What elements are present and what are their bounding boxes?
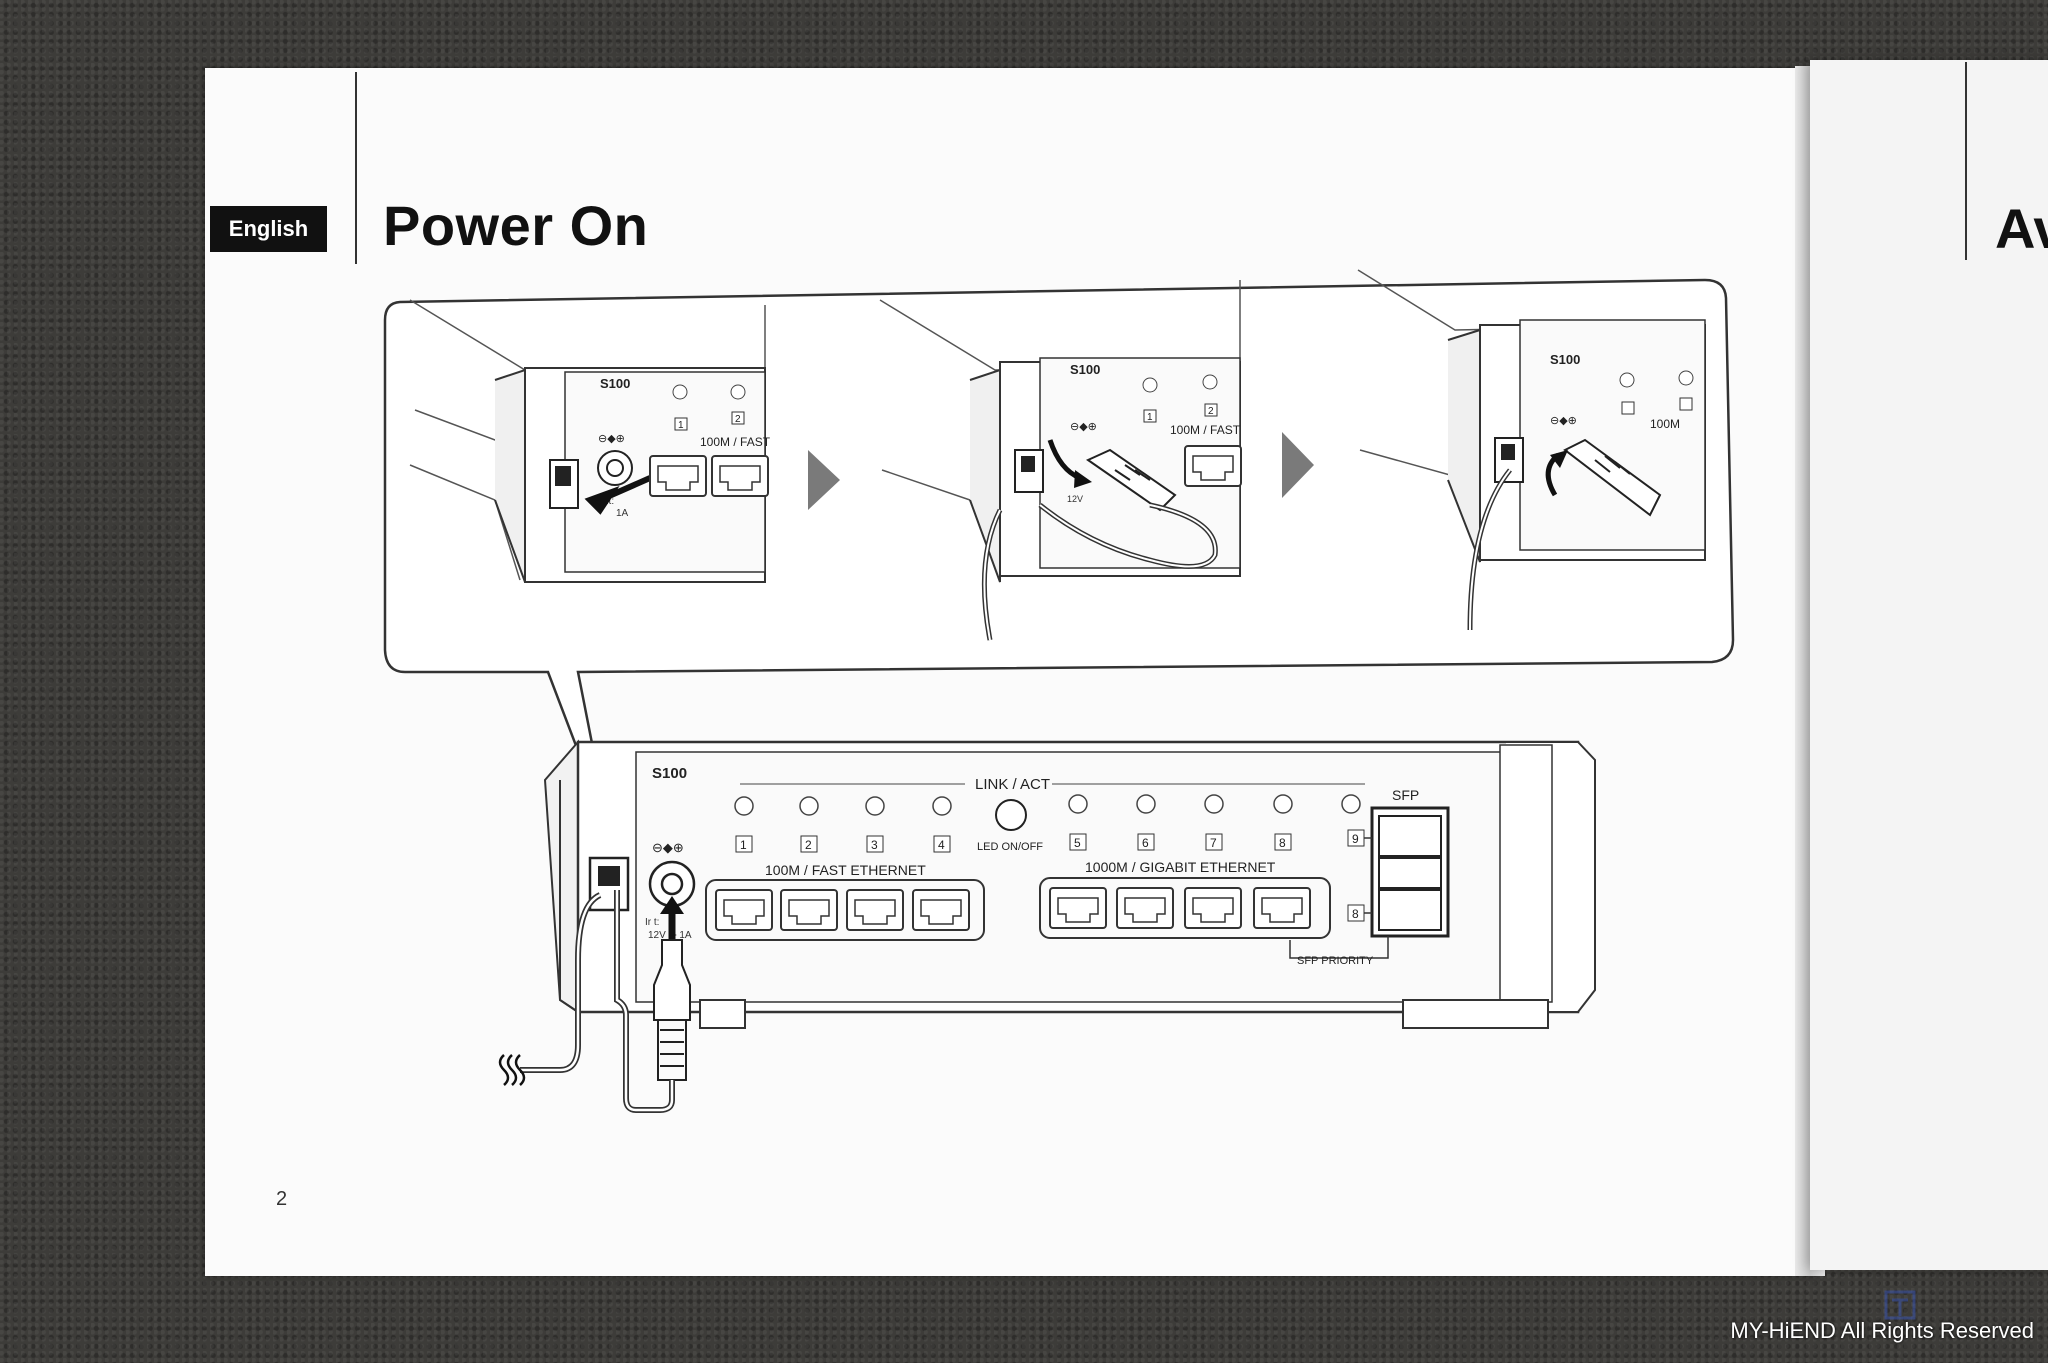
step-1-rj45-port [711, 455, 769, 497]
header-divider [355, 72, 357, 264]
port-led [1273, 794, 1293, 814]
port-led [1204, 794, 1224, 814]
fast-ethernet-port [715, 889, 773, 931]
step-1-panel: S100 1 2 100M / FAST ⊖◆⊕ ut: 1A [409, 299, 771, 583]
fast-ethernet-port [846, 889, 904, 931]
port-number: 8 [1279, 836, 1286, 850]
step-3-section-label: 100M [1650, 417, 1680, 431]
fast-ethernet-label: 100M / FAST ETHERNET [765, 862, 926, 878]
port-led [932, 796, 952, 816]
watermark-logo-icon [1884, 1290, 1916, 1320]
step-2-led [1142, 377, 1158, 393]
step-3-panel: S100 100M ⊖◆⊕ [1357, 269, 1706, 631]
port-led [799, 796, 819, 816]
step-2-led [1202, 374, 1218, 390]
step-2-section-label: 100M / FAST [1170, 423, 1241, 437]
switch-device: S100 LINK / ACT LED ON/OFF 1 2 3 4 5 [498, 739, 1596, 1113]
gigabit-ethernet-group [1039, 877, 1331, 939]
step-arrow-icon [1282, 432, 1314, 498]
sfp-label: SFP [1392, 787, 1419, 803]
sfp-slot [1378, 889, 1442, 931]
gigabit-ethernet-port [1116, 887, 1174, 929]
fast-ethernet-group [705, 879, 985, 941]
port-led [1068, 794, 1088, 814]
port-number: 3 [871, 838, 878, 852]
page-title: Power On [383, 194, 649, 257]
port-number: 6 [1142, 836, 1149, 850]
watermark-text: MY-HiEND All Rights Reserved [1730, 1318, 2034, 1343]
gigabit-ethernet-label: 1000M / GIGABIT ETHERNET [1085, 859, 1276, 875]
sfp-port-number: 9 [1352, 832, 1359, 846]
step-2-power-symbol: ⊖◆⊕ [1070, 421, 1097, 433]
step-1-port-number: 2 [735, 414, 741, 425]
fast-ethernet-port [912, 889, 970, 931]
step-3-led [1678, 370, 1694, 386]
led-toggle-button[interactable] [995, 799, 1027, 831]
step-3-power-symbol: ⊖◆⊕ [1550, 415, 1577, 427]
step-1-port-number: 1 [678, 420, 684, 431]
port-number: 1 [740, 838, 747, 852]
gigabit-ethernet-port [1049, 887, 1107, 929]
port-led [1136, 794, 1156, 814]
insert-arrow-icon [584, 475, 652, 515]
step-3-model-label: S100 [1550, 352, 1580, 367]
step-1-power-rating: 1A [616, 508, 629, 519]
manual-page-right [1810, 60, 2048, 1270]
port-number: 4 [938, 838, 945, 852]
port-number: 5 [1074, 836, 1081, 850]
step-2-panel: S100 1 2 100M / FAST ⊖◆⊕ 12V [879, 280, 1242, 641]
port-number-boxes: 1 2 3 4 5 6 7 8 [735, 833, 1292, 853]
led-button-label: LED ON/OFF [977, 841, 1043, 853]
port-number: 2 [805, 838, 812, 852]
cable-break-icon [498, 1054, 526, 1086]
step-1-led [730, 384, 746, 400]
step-arrow-icon [808, 450, 840, 510]
step-1-led [672, 384, 688, 400]
step-1-power-symbol: ⊖◆⊕ [598, 433, 625, 445]
step-2-model-label: S100 [1070, 362, 1100, 377]
step-2-rj45-port [1184, 445, 1242, 487]
gigabit-ethernet-port [1253, 887, 1311, 929]
sfp-slot [1378, 815, 1442, 857]
right-page-divider [1965, 62, 1967, 260]
power-input-label: Ir t: [645, 917, 659, 928]
port-led [734, 796, 754, 816]
sfp-slot [1378, 857, 1442, 889]
device-power-symbol: ⊖◆⊕ [652, 840, 684, 855]
fast-ethernet-port [780, 889, 838, 931]
link-act-label: LINK / ACT [975, 776, 1050, 793]
step-1-rj45-port [649, 455, 707, 497]
port-number: 7 [1210, 836, 1217, 850]
sfp-port-number: 8 [1352, 907, 1359, 921]
step-1-model-label: S100 [600, 376, 630, 391]
step-2-port-number: 1 [1147, 412, 1153, 423]
dc-plug [653, 939, 691, 1021]
step-1-section-label: 100M / FAST [700, 435, 771, 449]
gigabit-ethernet-port [1184, 887, 1242, 929]
device-model-label: S100 [652, 765, 687, 782]
step-2-power-rating: 12V [1067, 494, 1083, 504]
page-number: 2 [276, 1188, 288, 1210]
language-tab: English [210, 206, 327, 252]
port-led [865, 796, 885, 816]
port-led [1341, 794, 1361, 814]
step-2-port-number: 2 [1208, 406, 1214, 417]
sfp-priority-label: SFP PRIORITY [1297, 955, 1374, 967]
step-3-led [1619, 372, 1635, 388]
next-page-title-fragment: Av [1995, 197, 2048, 260]
